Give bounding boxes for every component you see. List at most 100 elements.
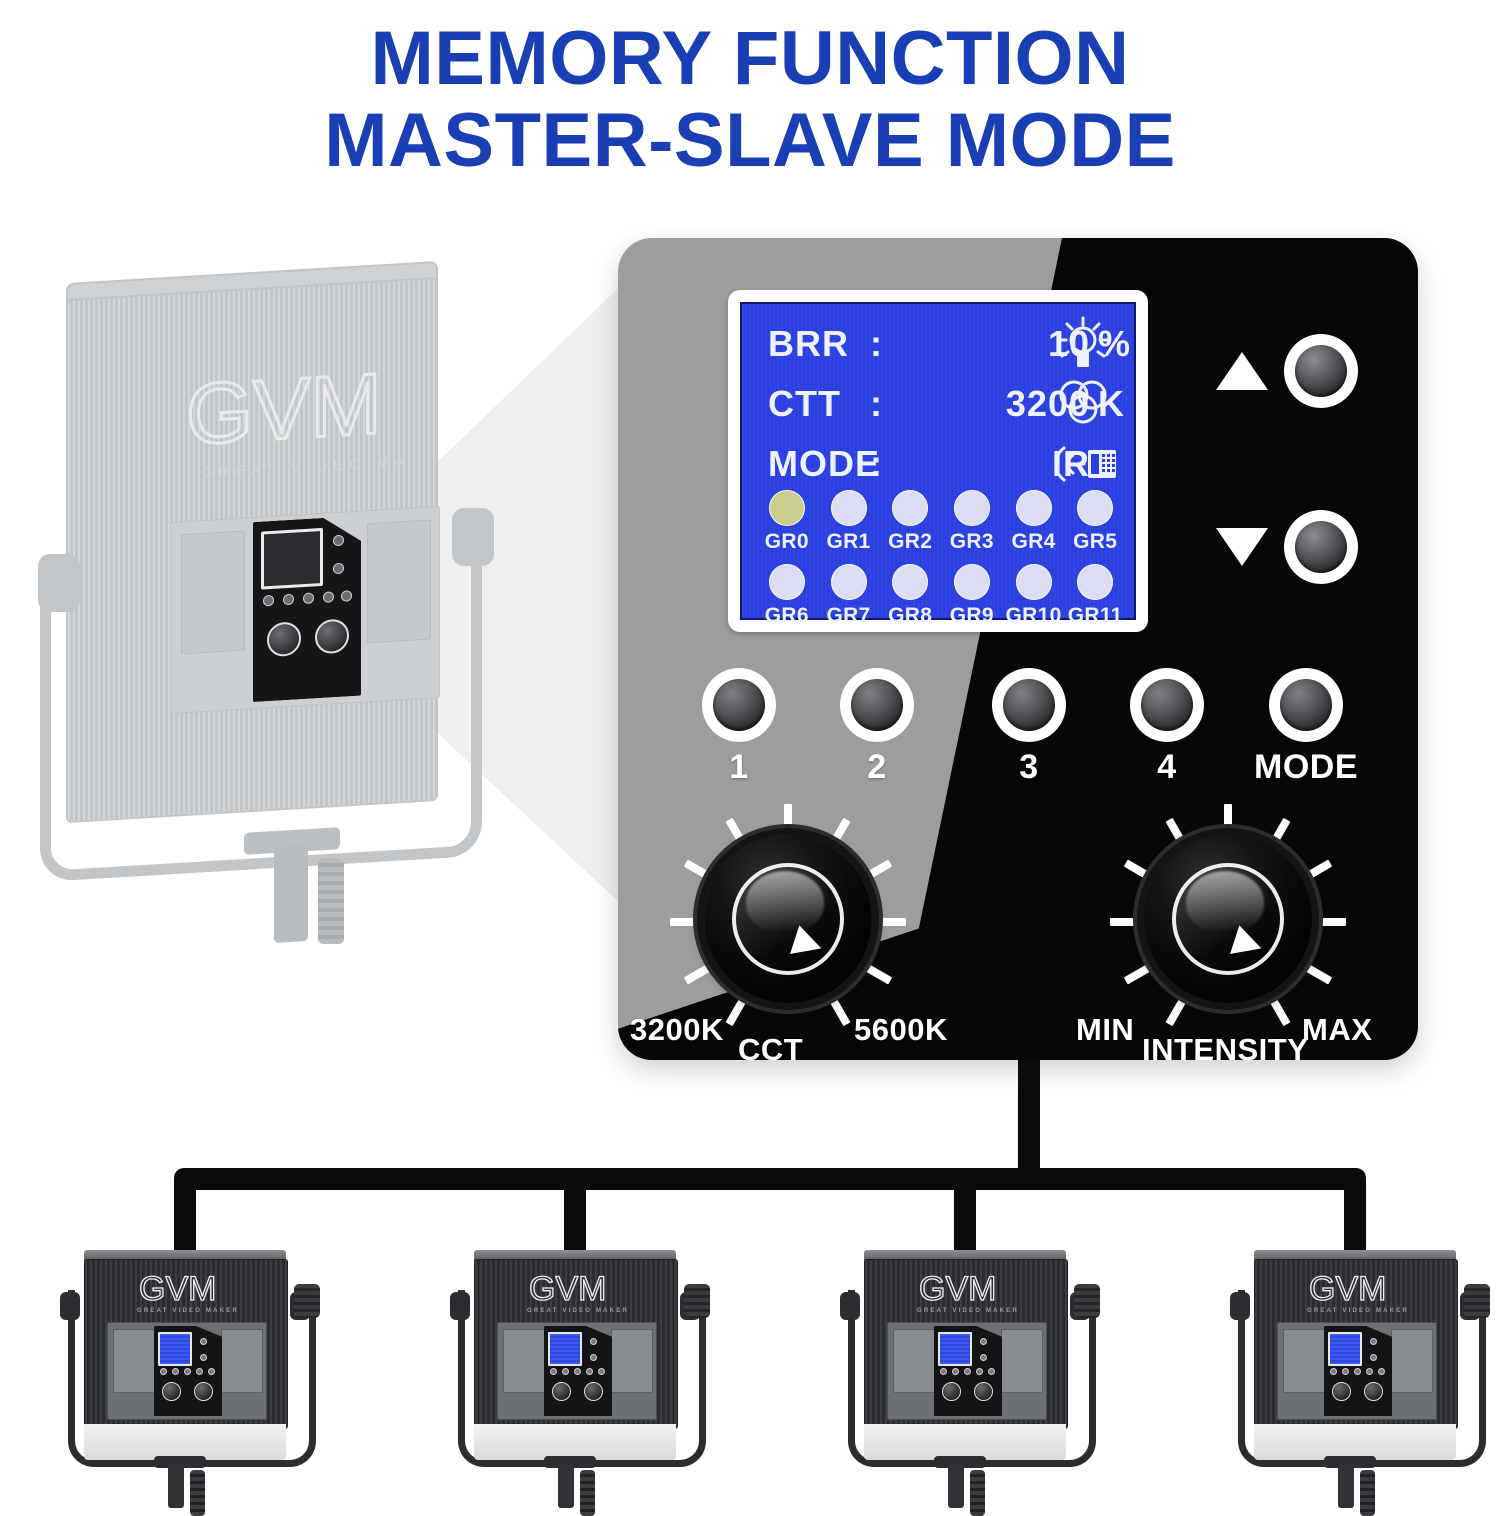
preset-3-4 [1354,1368,1361,1375]
mount-grip-1 [190,1470,205,1516]
preset-2-1 [172,1368,179,1375]
intensity-knob[interactable] [1144,835,1312,1003]
knuckle-left-4 [1230,1292,1250,1320]
preset-3-1 [184,1368,191,1375]
intensity-knob-group[interactable]: MIN MAX INTENSITY [1076,794,1378,1060]
mount-bar-2 [544,1456,596,1468]
preset-button-3[interactable]: 3 [992,668,1066,787]
light-body-1: GVM GREAT VIDEO MAKER [84,1259,288,1429]
mount-grip-2 [580,1470,595,1516]
brand-logo-3: GVM [915,1266,1021,1312]
cct-knob-group[interactable]: 3200K 5600K CCT [630,794,947,1060]
preset-cap-1 [702,668,776,742]
group-cell-gr3[interactable]: GR3 [941,490,1003,562]
intensity-knob-face [1172,863,1284,975]
svg-text:GVM: GVM [529,1270,606,1308]
brand-tagline-3: GREAT VIDEO MAKER [917,1308,1019,1314]
light-control-area-3 [887,1322,1047,1420]
up-button-4 [1370,1338,1377,1345]
group-dot-gr8 [892,564,929,600]
group-cell-gr0[interactable]: GR0 [756,490,818,562]
group-row-2: GR6 GR7 GR8 GR9 [756,564,1126,636]
group-cell-gr6[interactable]: GR6 [756,564,818,636]
intensity-knob-4 [1364,1382,1383,1401]
preset-button-4[interactable]: 4 [1130,668,1204,787]
svg-text:GVM: GVM [919,1270,996,1308]
remote-signal-icon [1050,442,1120,486]
group-cell-gr11[interactable]: GR11 [1064,564,1126,636]
mode-button-4 [1378,1368,1385,1375]
knuckle-left-2 [450,1292,470,1320]
group-cell-gr10[interactable]: GR10 [1003,564,1065,636]
ghost-mount-stem [274,844,308,944]
mount-stem-2 [558,1464,574,1508]
ghost-light-illustration: GVM GREAT VIDEO MAKER [28,244,664,988]
diffuser-3 [864,1424,1066,1460]
intensity-knob-2 [584,1382,603,1401]
lcd-bezel: BRR : 10 % CTT : 3200 K MODE : IR [728,290,1148,632]
group-label-gr11: GR11 [1067,604,1123,627]
group-cell-gr1[interactable]: GR1 [818,490,880,562]
group-cell-gr7[interactable]: GR7 [818,564,880,636]
svg-text:GVM: GVM [139,1270,216,1308]
preset-button-1[interactable]: 1 [702,668,776,787]
group-dot-gr11 [1077,564,1114,600]
battery-plate-right-2 [611,1329,653,1393]
group-cell-gr4[interactable]: GR4 [1003,490,1065,562]
bulb-icon [1056,316,1110,372]
control-panel-1 [154,1326,222,1416]
preset-2-2 [562,1368,569,1375]
brand-tagline-2: GREAT VIDEO MAKER [527,1308,629,1314]
preset-cap-4 [1130,668,1204,742]
group-cell-gr5[interactable]: GR5 [1064,490,1126,562]
preset-cap-2 [840,668,914,742]
cct-knob-3 [942,1382,961,1401]
light-top-1 [84,1250,286,1261]
group-label-gr4: GR4 [1011,530,1056,553]
light-control-area-2 [497,1322,657,1420]
cct-knob[interactable] [704,835,872,1003]
group-label-gr9: GR9 [949,604,994,627]
diffuser-2 [474,1424,676,1460]
up-button[interactable] [1284,334,1358,408]
brand-tagline-4: GREAT VIDEO MAKER [1307,1308,1409,1314]
down-button-2 [590,1354,597,1361]
diffuser-1 [84,1424,286,1460]
group-label-gr6: GR6 [764,604,809,627]
mode-button[interactable]: MODE [1254,668,1358,787]
preset-label-3: 3 [1019,748,1039,786]
intensity-max-label: MAX [1302,1012,1373,1047]
control-panel-2 [544,1326,612,1416]
group-cell-gr8[interactable]: GR8 [879,564,941,636]
group-cell-gr9[interactable]: GR9 [941,564,1003,636]
intensity-tick-marks [1108,802,1348,1042]
down-button[interactable] [1284,510,1358,584]
battery-plate-right-4 [1391,1329,1433,1393]
mode-button-label: MODE [1254,748,1358,786]
brr-colon: : [870,323,883,364]
preset-1-4 [1330,1368,1337,1375]
group-dot-gr2 [892,490,929,526]
lcd-3 [938,1332,972,1366]
brand-logo-4: GVM [1305,1266,1411,1312]
slave-light-4: GVM GREAT VIDEO MAKER [1220,1240,1490,1516]
group-cell-gr2[interactable]: GR2 [879,490,941,562]
knuckle-left-3 [840,1292,860,1320]
mount-stem-4 [1338,1464,1354,1508]
brr-label: BRR [768,323,849,364]
diffuser-4 [1254,1424,1456,1460]
preset-button-2[interactable]: 2 [840,668,914,787]
group-label-gr8: GR8 [888,604,933,627]
tilt-wheel-1 [294,1284,320,1318]
cct-knob-face [732,863,844,975]
down-button-group[interactable] [1216,510,1358,584]
light-body-3: GVM GREAT VIDEO MAKER [864,1259,1068,1429]
tilt-wheel-3 [1074,1284,1100,1318]
group-label-gr2: GR2 [888,530,933,553]
light-body-4: GVM GREAT VIDEO MAKER [1254,1259,1458,1429]
up-button-group[interactable] [1216,334,1358,408]
cct-knob-1 [162,1382,181,1401]
group-dot-gr4 [1015,490,1052,526]
light-control-area-4 [1277,1322,1437,1420]
group-dot-gr9 [953,564,990,600]
